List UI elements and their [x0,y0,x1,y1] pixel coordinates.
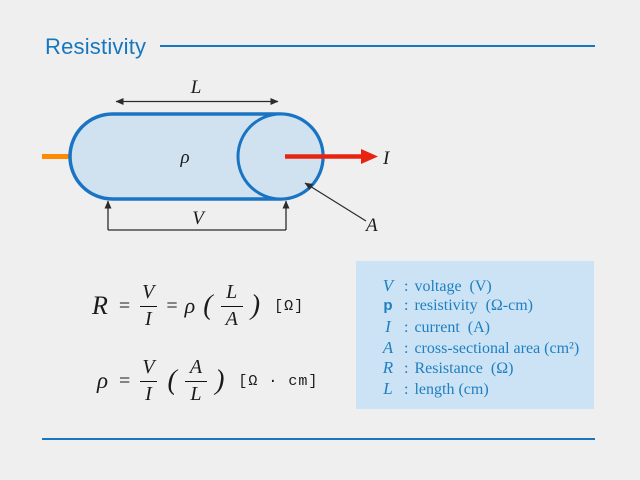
current-arrow-head [361,149,378,164]
formula-resistance: R = V I = ρ ( L A ) [Ω] [92,281,304,331]
legend-colon: : [404,319,409,337]
unit-label-ohm-cm: [Ω · cm] [238,372,319,390]
fraction-denominator: I [139,306,157,331]
formula1-lhs: R [92,291,108,320]
legend-symbol: I [385,317,391,337]
equals-sign: = [166,294,178,317]
legend-row-area: A : cross-sectional area (cm²) [376,338,588,359]
fraction-numerator: A [189,356,203,378]
fraction-v-over-i: V I [137,281,159,331]
page-title: Resistivity [45,34,147,59]
legend-symbol: L [383,378,393,398]
legend-symbol: p [383,296,393,314]
length-label: L [190,77,202,98]
fraction-a-over-l: A L [185,356,207,406]
fraction-numerator: V [142,356,155,378]
legend-symbol: R [382,358,394,378]
fraction-denominator: A [220,306,243,331]
legend-row-resistivity: p : resistivity (Ω-cm) [376,297,588,318]
close-paren: ) [215,365,225,396]
fraction-numerator: V [142,281,155,303]
current-label: I [382,148,391,169]
fraction-l-over-a: L A [220,281,243,331]
legend-colon: : [404,360,409,378]
open-paren: ( [203,290,213,321]
area-pointer-line [304,182,367,222]
close-paren: ) [250,290,261,321]
formula-resistivity: ρ = V I ( A L ) [Ω · cm] [97,356,318,406]
fraction-denominator: I [140,381,157,406]
legend-row-current: I : current (A) [376,317,588,338]
legend-colon: : [404,380,409,398]
legend-desc: voltage (V) [414,278,492,295]
legend-box: V : voltage (V) p : resistivity (Ω-cm) I… [356,261,594,409]
footer-rule [42,438,595,440]
open-paren: ( [167,365,177,396]
legend-colon: : [404,296,409,314]
title-rule [160,45,595,47]
legend-row-resistance: R : Resistance (Ω) [376,358,588,379]
legend-desc: length (cm) [414,380,489,398]
legend-colon: : [404,339,409,357]
legend-symbol: A [382,337,394,357]
fraction-v-over-i: V I [137,356,159,406]
legend-symbol: V [382,276,394,295]
legend-desc: current (A) [414,319,490,337]
legend-row-length: L : length (cm) [376,379,588,400]
legend-desc: cross-sectional area (cm²) [414,339,580,357]
equals-sign: = [119,369,131,392]
legend-desc: Resistance (Ω) [414,360,514,378]
voltage-label: V [192,208,206,229]
legend-row-voltage: V : voltage (V) [376,276,588,297]
unit-label-ohm: [Ω] [274,297,305,315]
fraction-denominator: L [185,381,207,406]
rho-coefficient: ρ [184,293,196,318]
area-label: A [364,215,378,236]
formula2-lhs: ρ [97,368,109,393]
rho-label: ρ [179,147,189,168]
fraction-numerator: L [226,281,238,303]
legend-colon: : [404,278,409,295]
legend-desc: resistivity (Ω-cm) [414,296,533,314]
equals-sign: = [118,294,131,317]
